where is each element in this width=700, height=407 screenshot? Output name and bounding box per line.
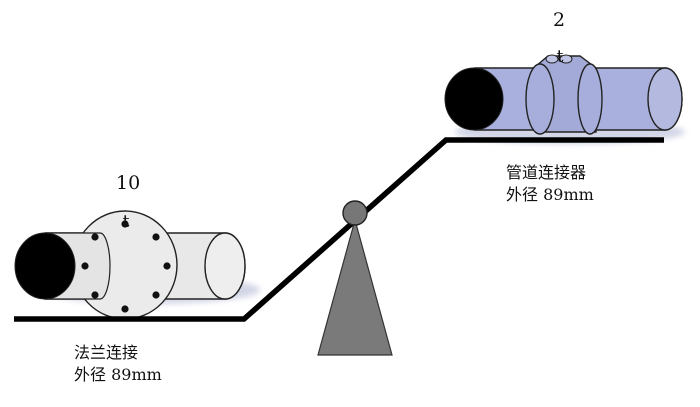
- right-weight-unit: t: [557, 47, 564, 67]
- pipe-coupler-caption: 管道连接器 外径 89mm: [506, 162, 594, 206]
- coupler-pipe-far-end: [647, 67, 683, 131]
- bolt-hole: [152, 291, 160, 299]
- bolt-hole: [152, 233, 160, 241]
- coupler-bolt: [545, 54, 559, 64]
- bolt-hole: [163, 262, 171, 270]
- bolt-hole: [121, 305, 129, 313]
- bolt-hole: [91, 291, 99, 299]
- coupler-pipe-right: [444, 54, 685, 144]
- flange-connection-name: 法兰连接: [74, 343, 139, 362]
- pipe-coupler-diameter: 外径 89mm: [506, 185, 594, 204]
- coupler-ring-left: [525, 63, 555, 135]
- bolt-hole: [81, 262, 89, 270]
- flange-connection-diameter: 外径 89mm: [74, 365, 162, 384]
- flange-connection-caption: 法兰连接 外径 89mm: [74, 342, 162, 386]
- left-weight-unit: t: [123, 212, 130, 232]
- flange-pipe-left: [14, 210, 260, 320]
- flange-pipe-far-end: [204, 232, 246, 300]
- bolt-hole: [91, 233, 99, 241]
- coupler-bolt: [559, 54, 573, 64]
- seesaw-beam: [14, 137, 664, 322]
- pipe-coupler-name: 管道连接器: [506, 163, 587, 182]
- pivot-ball: [342, 200, 368, 226]
- flange-pipe-opening: [14, 232, 76, 300]
- right-weight-value: 2: [553, 9, 566, 31]
- coupler-ring-right: [577, 63, 603, 135]
- fulcrum-support: [317, 217, 393, 356]
- coupler-pipe-opening: [444, 67, 504, 131]
- bolt-hole: [121, 220, 129, 228]
- flange-bolt-holes: [81, 220, 171, 313]
- left-weight-value: 10: [116, 172, 141, 194]
